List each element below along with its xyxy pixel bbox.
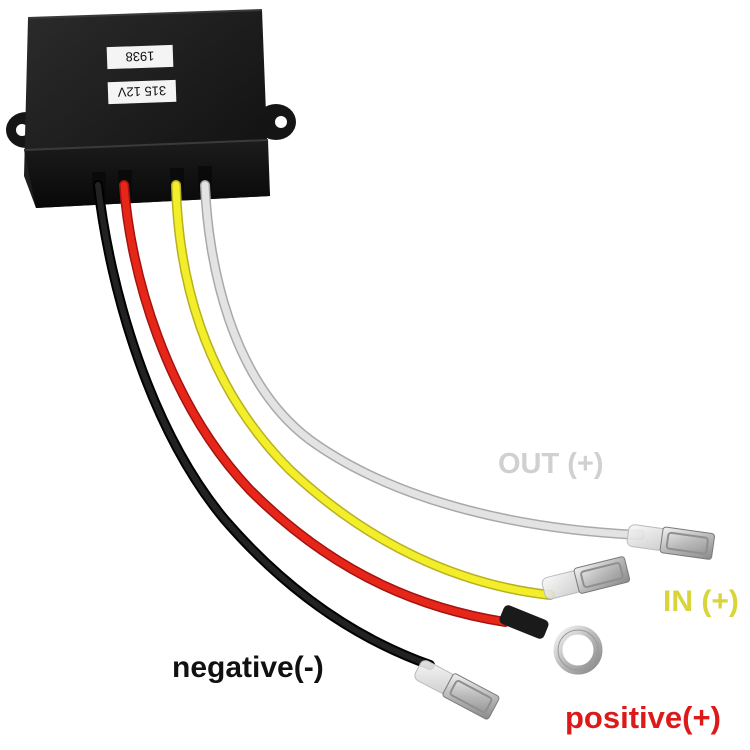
label-negative: negative(-) (172, 651, 324, 684)
sticker-serial-text: 1938 (125, 49, 154, 65)
control-box: 1938 315 12V (6, 9, 296, 208)
label-out: OUT (+) (498, 448, 604, 480)
terminal-positive-ring (499, 605, 603, 675)
terminal-in-spade (541, 556, 631, 600)
sticker-rating-text: 315 12V (117, 83, 166, 100)
sticker-serial: 1938 (106, 44, 174, 70)
label-in: IN (+) (663, 585, 739, 618)
terminal-out-spade (626, 524, 715, 560)
wire-black-negative (93, 180, 435, 670)
label-positive: positive(+) (565, 700, 721, 735)
sticker-rating: 315 12V (107, 79, 177, 105)
wires (93, 180, 645, 670)
wire-white-out (200, 180, 645, 540)
terminal-negative-spade (414, 660, 500, 720)
